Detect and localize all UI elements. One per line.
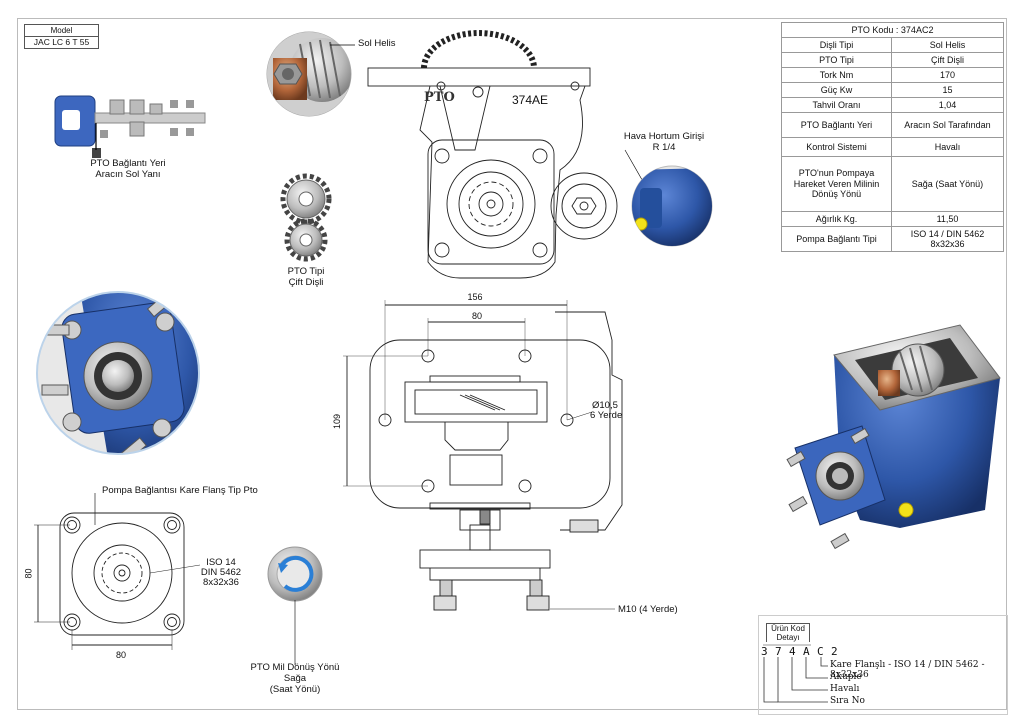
spec-value: Havalı	[891, 137, 1004, 157]
spec-key: PTO'nun Pompaya Hareket Veren Milinin Dö…	[781, 156, 892, 212]
pump-connection-label: Pompa Bağlantısı Kare Flanş Tip Pto	[102, 485, 258, 496]
pto-type-label-line2: Çift Dişli	[288, 277, 324, 288]
spec-value: Sağa (Saat Yönü)	[891, 156, 1004, 212]
spec-key: PTO Bağlantı Yeri	[781, 112, 892, 138]
code-desc-pneumatic: Havalı	[830, 684, 860, 694]
spec-value: 1,04	[891, 97, 1004, 113]
spec-key: Tahvil Oranı	[781, 97, 892, 113]
truck-top-view-icon	[54, 95, 206, 158]
spec-value: 15	[891, 82, 1004, 98]
pto-type-label-line1: PTO Tipi	[287, 266, 325, 277]
spec-header-value: 374AC2	[900, 24, 934, 35]
model-box: Model JAC LC 6 T 55	[24, 24, 99, 49]
spec-value: 11,50	[891, 211, 1004, 227]
spec-key: Ağırlık Kg.	[781, 211, 892, 227]
spec-key: Tork Nm	[781, 67, 892, 83]
dim-109: 109	[332, 413, 343, 430]
dim-80-bottom: 80	[115, 650, 126, 660]
spec-value: Sol Helis	[891, 37, 1004, 53]
spec-key: Kontrol Sistemi	[781, 137, 892, 157]
spec-row: Ağırlık Kg.11,50	[781, 211, 1004, 227]
pto-isometric-photo	[786, 324, 1001, 550]
dim-156: 156	[467, 292, 483, 302]
pto-front-view-drawing	[367, 30, 618, 279]
hole-label-line2: 6 Yerde	[590, 410, 623, 421]
code-desc-serial: Sıra No	[830, 696, 865, 706]
spec-key: Güç Kw	[781, 82, 892, 98]
spec-key: Dişli Tipi	[781, 37, 892, 53]
code-letter: A	[803, 645, 810, 658]
bolt-label: M10 (4 Yerde)	[618, 604, 678, 615]
spec-header: PTO Kodu : 374AC2	[781, 22, 1004, 38]
iso-label-line2: DIN 5462	[200, 567, 242, 578]
iso-label-line3: 8x32x36	[203, 577, 239, 588]
double-gear-photo	[280, 173, 332, 262]
sheet-frame	[17, 18, 1007, 710]
code-letter: C	[817, 645, 824, 658]
code-legend-box	[758, 615, 1008, 715]
air-inlet-photo	[631, 165, 713, 247]
dim-80-left: 80	[23, 568, 34, 579]
rotation-direction-icon	[267, 546, 323, 665]
code-desc-flange: Kare Flanşlı - ISO 14 / DIN 5462 - 8x32x…	[830, 660, 985, 680]
square-flange-photo	[36, 291, 200, 455]
air-inlet-label-line2: R 1/4	[652, 142, 676, 153]
code-desc-coupled: Akuple	[830, 672, 862, 682]
iso-label-line1: ISO 14	[206, 557, 236, 568]
rotation-label-line1: PTO Mil Dönüş Yönü	[250, 662, 340, 673]
spec-key: PTO Tipi	[781, 52, 892, 68]
drawing-code-label: 374AE	[512, 93, 549, 107]
code-letter: 4	[789, 645, 796, 658]
air-inlet-label-line1: Hava Hortum Girişi	[623, 131, 705, 142]
mount-location-label-line2: Aracın Sol Yanı	[95, 169, 161, 180]
spec-value: Çift Dişli	[891, 52, 1004, 68]
spec-value: 170	[891, 67, 1004, 83]
spec-row: PTO'nun Pompaya Hareket Veren Milinin Dö…	[781, 156, 1004, 212]
pto-logo-text: PTO	[424, 90, 455, 105]
code-legend-leaders	[763, 644, 828, 703]
sol-helis-label: Sol Helis	[358, 38, 396, 49]
code-letter: 2	[831, 645, 838, 658]
spec-value: Aracın Sol Tarafından	[891, 112, 1004, 138]
pto-top-view-drawing	[343, 300, 623, 611]
model-value: JAC LC 6 T 55	[33, 37, 90, 47]
code-letter: 7	[775, 645, 782, 658]
model-label: Model	[25, 25, 98, 37]
code-legend-title: Ürün Kod Detayı	[766, 623, 810, 642]
dim-80-top: 80	[471, 311, 482, 321]
rotation-label-line3: (Saat Yönü)	[269, 684, 321, 695]
rotation-label-line2: Sağa	[283, 673, 307, 684]
code-letter: 3	[761, 645, 768, 658]
flange-front-drawing	[34, 512, 201, 650]
mount-location-label-line1: PTO Bağlantı Yeri	[90, 158, 166, 169]
hole-label-line1: Ø10,5	[592, 400, 618, 411]
helical-gear-photo	[266, 31, 352, 117]
spec-key: Pompa Bağlantı Tipi	[781, 226, 892, 252]
spec-header-key: PTO Kodu :	[851, 24, 899, 35]
spec-value: ISO 14 / DIN 5462 8x32x36	[891, 226, 1004, 252]
